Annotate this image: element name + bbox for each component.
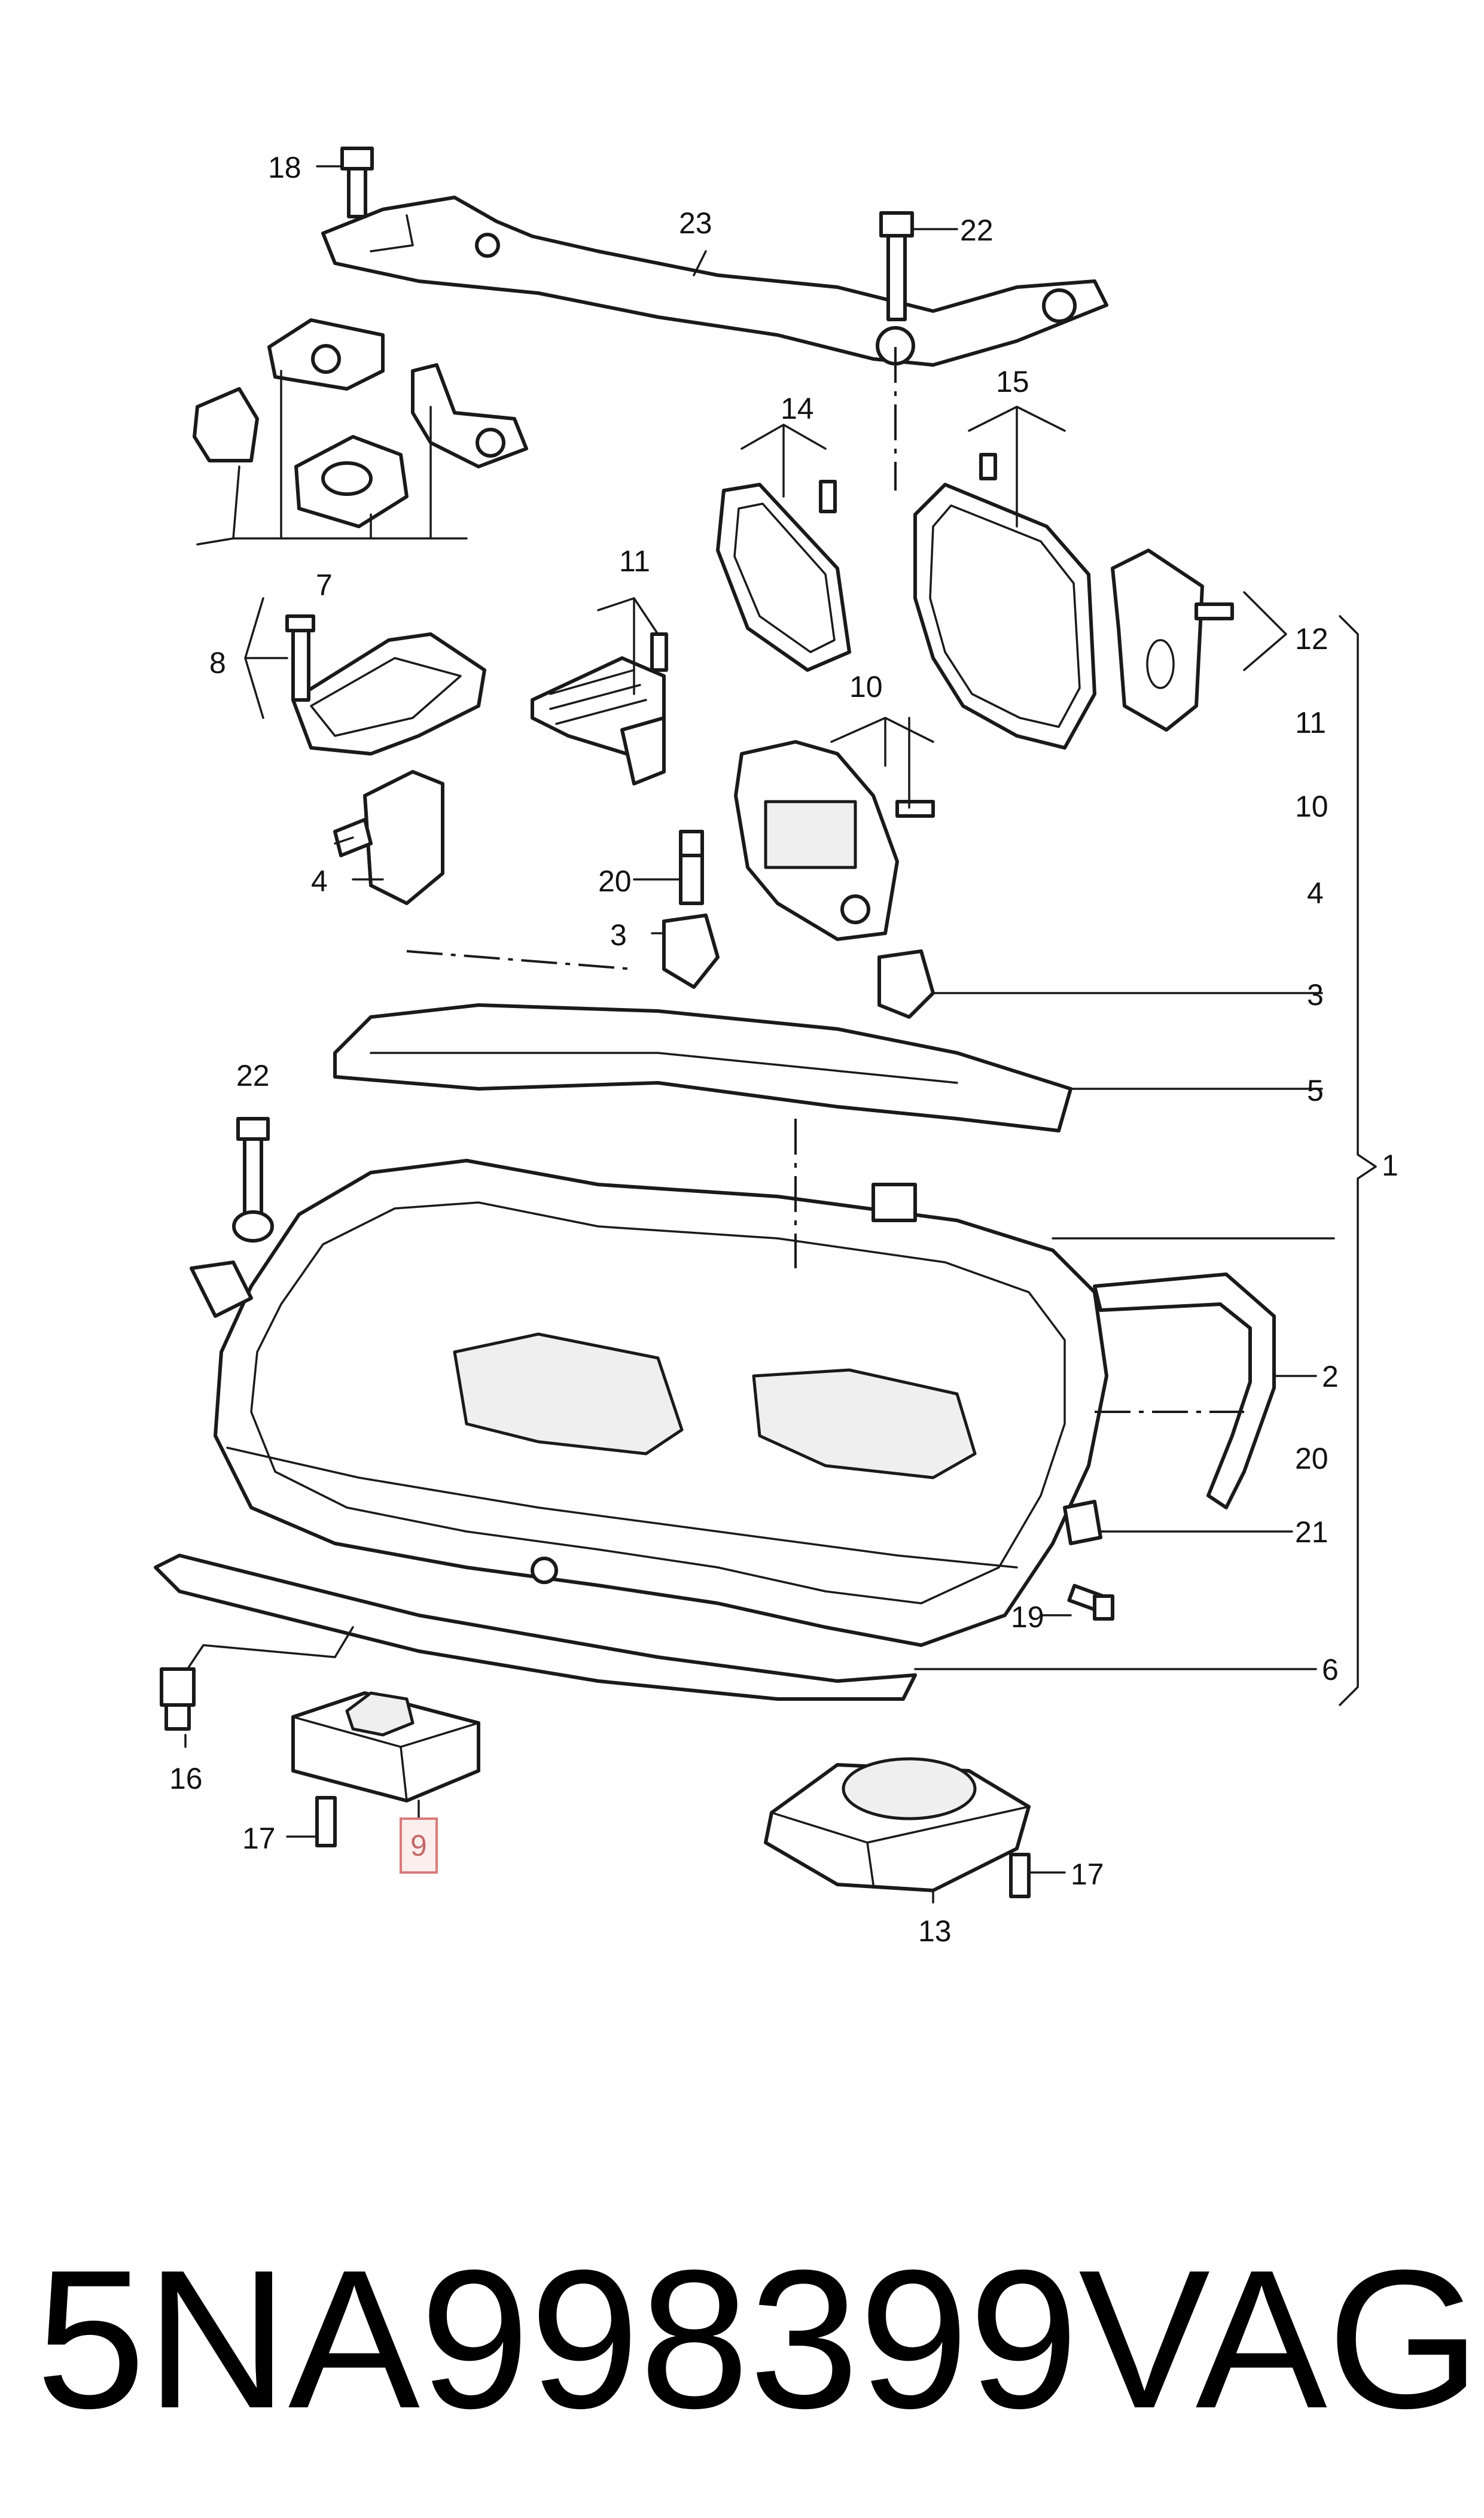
part-number-text: 5NA998399 bbox=[36, 2228, 1079, 2449]
caption-bar: 5NA998399 VAG bbox=[36, 2213, 1481, 2465]
part-4-motor bbox=[333, 770, 444, 905]
label-5: 5 bbox=[1307, 1074, 1324, 1107]
label-17-right: 17 bbox=[1071, 1858, 1104, 1891]
label-8: 8 bbox=[209, 646, 226, 680]
label-16: 16 bbox=[169, 1762, 203, 1795]
part-6-lower-trim bbox=[154, 1554, 917, 1701]
part-14-gasket bbox=[716, 480, 851, 672]
label-23: 23 bbox=[679, 206, 712, 240]
label-15: 15 bbox=[996, 365, 1029, 398]
label-7: 7 bbox=[316, 568, 333, 602]
bolt-18 bbox=[340, 147, 374, 218]
label-11-right: 11 bbox=[1295, 706, 1326, 739]
label-20-top: 20 bbox=[598, 864, 632, 898]
part-11-heatsink-module bbox=[531, 632, 668, 785]
part-3-clip-right bbox=[877, 949, 935, 1019]
leader-lines bbox=[184, 165, 1377, 1904]
label-3-left: 3 bbox=[610, 918, 627, 952]
label-1: 1 bbox=[1382, 1149, 1398, 1182]
part-10-led-module bbox=[734, 740, 935, 941]
label-18: 18 bbox=[268, 151, 301, 184]
part-8-cover bbox=[285, 614, 486, 756]
label-10-top: 10 bbox=[849, 670, 883, 704]
part-3-clip-left bbox=[662, 830, 720, 989]
part-23-upper-bracket bbox=[321, 196, 1108, 367]
label-4-left: 4 bbox=[311, 864, 328, 898]
label-9-highlighted: 9 bbox=[410, 1829, 427, 1862]
label-11-top: 11 bbox=[619, 544, 650, 578]
part-13-control-unit bbox=[764, 1757, 1031, 1898]
callout-labels: 18 23 22 7 14 15 11 8 12 11 10 10 4 20 4… bbox=[169, 151, 1398, 1948]
bolt-20 bbox=[679, 830, 704, 857]
label-22-housing: 22 bbox=[236, 1059, 270, 1092]
part-19-screw bbox=[1067, 1584, 1114, 1621]
part-7-brackets bbox=[193, 318, 528, 528]
label-2: 2 bbox=[1322, 1360, 1339, 1393]
part-9-control-unit bbox=[291, 1691, 480, 1847]
label-3-right: 3 bbox=[1307, 978, 1324, 1012]
label-13: 13 bbox=[918, 1914, 952, 1948]
label-4-right: 4 bbox=[1307, 876, 1324, 910]
label-20-right: 20 bbox=[1295, 1442, 1328, 1475]
label-17-left: 17 bbox=[242, 1822, 276, 1855]
highlight-box-9 bbox=[400, 1817, 438, 1874]
part-5-trim bbox=[333, 1003, 1072, 1132]
part-15-seal bbox=[913, 453, 1096, 750]
bolt-22-housing bbox=[232, 1117, 274, 1243]
part-16-sensor bbox=[160, 1626, 354, 1731]
part-12-cap bbox=[1111, 549, 1234, 732]
label-14: 14 bbox=[781, 392, 814, 425]
label-6: 6 bbox=[1322, 1653, 1339, 1686]
label-10-right: 10 bbox=[1295, 790, 1328, 823]
label-21: 21 bbox=[1295, 1515, 1328, 1549]
part-21-clip bbox=[1063, 1500, 1102, 1545]
part-1-headlight-housing bbox=[190, 1159, 1108, 1647]
label-12: 12 bbox=[1295, 622, 1328, 656]
brand-text: VAG bbox=[1078, 2228, 1481, 2449]
label-19: 19 bbox=[1011, 1600, 1044, 1634]
label-22-top: 22 bbox=[960, 214, 994, 247]
bolt-22-top bbox=[879, 211, 914, 321]
exploded-parts-diagram: 18 23 22 7 14 15 11 8 12 11 10 10 4 20 4… bbox=[154, 147, 1398, 1948]
part-2-side-seal bbox=[1093, 1272, 1276, 1509]
